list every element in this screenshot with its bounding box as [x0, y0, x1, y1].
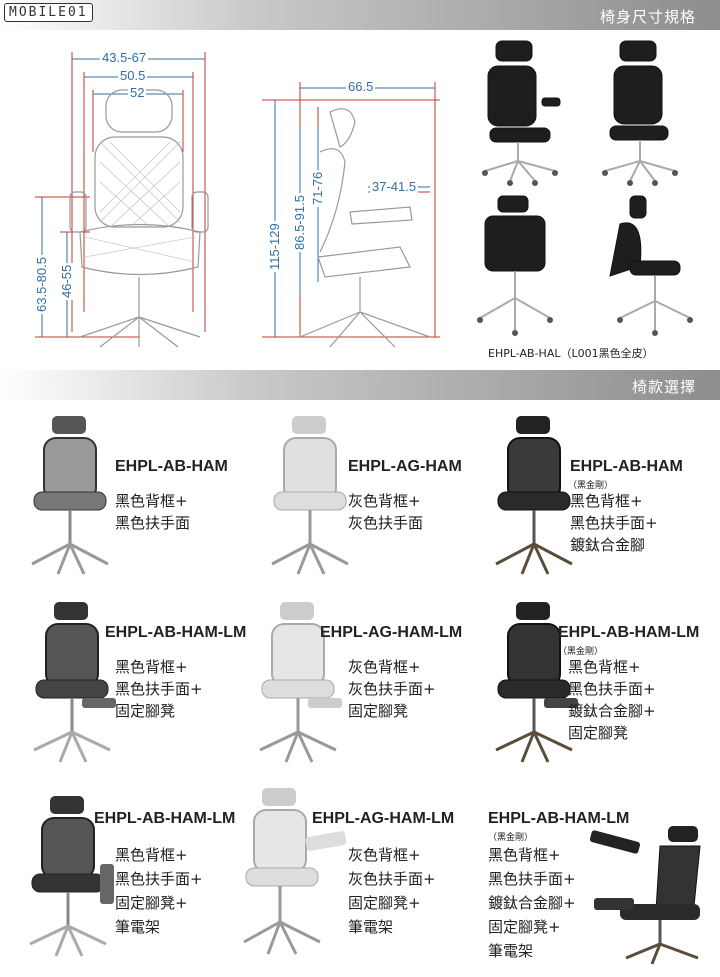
dim-headrest-height: 71-76 [310, 169, 325, 207]
model-spec-line: 黑色背框+ [570, 492, 643, 510]
model-spec-line: 黑色扶手面+ [488, 870, 576, 888]
chair-image [31, 416, 109, 575]
model-spec-line: 黑色扶手面+ [568, 680, 656, 698]
dim-arm-depth: 37-41.5 [370, 179, 419, 194]
model-subtitle: （黑金剛） [558, 647, 604, 657]
chair-image [29, 796, 114, 957]
model-card: EHPL-AG-HAM-LM 灰色背框+ 灰色扶手面+ 固定腳凳 [240, 598, 480, 778]
model-name: EHPL-AG-HAM [348, 458, 462, 475]
dim-seat-width: 50.5 [118, 68, 148, 83]
model-name: EHPL-AB-HAM [570, 458, 683, 475]
section-title-models: 椅款選擇 [631, 378, 696, 396]
model-name: EHPL-AB-HAM-LM [488, 810, 630, 827]
model-spec-line: 灰色背框+ [348, 658, 421, 676]
model-spec-line: 黑色背框+ [488, 846, 561, 864]
model-spec-line: 黑色背框+ [568, 658, 641, 676]
model-name: EHPL-AB-HAM-LM [105, 624, 247, 641]
model-card: EHPL-AG-HAM-LM 灰色背框+ 灰色扶手面+ 固定腳凳+ 筆電架 [240, 788, 480, 977]
model-card: EHPL-AB-HAM-LM （黑金剛） 黑色背框+ 黑色扶手面+ 鍍鈦合金腳+… [480, 790, 720, 977]
model-spec-line: 固定腳凳+ [115, 894, 188, 912]
model-spec-line: 黑色扶手面 [115, 514, 191, 532]
model-spec-line: 灰色扶手面+ [348, 870, 436, 888]
model-spec-line: 鍍鈦合金腳+ [568, 702, 656, 720]
models-header-bar: 椅款選擇 [0, 370, 720, 400]
mobile01-logo: MOBILE01 [4, 3, 93, 22]
spec-header-bar: MOBILE01 椅身尺寸規格 [0, 0, 720, 30]
model-card: EHPL-AB-HAM-LM 黑色背框+ 黑色扶手面+ 固定腳凳+ 筆電架 [0, 790, 240, 977]
dim-back-height: 86.5-91.5 [292, 193, 307, 252]
dim-seat-height: 63.5-80.5 [34, 255, 49, 314]
model-spec-line: 固定腳凳+ [488, 918, 561, 936]
model-card: EHPL-AB-HAM-LM （黑金剛） 黑色背框+ 黑色扶手面+ 鍍鈦合金腳+… [480, 598, 720, 778]
model-name: EHPL-AG-HAM-LM [320, 624, 463, 641]
dim-total-height: 115-129 [267, 221, 282, 272]
model-name: EHPL-AB-HAM-LM [94, 810, 236, 827]
dimension-drawings: 43.5-67 50.5 52 63.5-80.5 46-55 66.5 115… [0, 32, 460, 362]
model-spec-line: 鍍鈦合金腳 [570, 536, 646, 554]
model-subtitle: （黑金剛） [488, 833, 534, 843]
model-spec-line: 固定腳凳 [348, 702, 409, 720]
model-spec-line: 鍍鈦合金腳+ [488, 894, 576, 912]
chair-image [495, 416, 573, 575]
section-title-dimensions: 椅身尺寸規格 [599, 8, 696, 26]
model-spec-line: 灰色背框+ [348, 846, 421, 864]
chair-image [590, 826, 701, 965]
dim-depth: 66.5 [346, 79, 376, 94]
model-spec-line: 固定腳凳 [568, 724, 629, 742]
chair-image [271, 416, 349, 575]
model-spec-line: 黑色背框+ [115, 658, 188, 676]
model-card: EHPL-AB-HAM-LM 黑色背框+ 黑色扶手面+ 固定腳凳 [0, 598, 246, 778]
model-spec-line: 灰色背框+ [348, 492, 421, 510]
model-spec-line: 筆電架 [488, 942, 534, 960]
model-name: EHPL-AG-HAM-LM [312, 810, 455, 827]
model-name: EHPL-AB-HAM [115, 458, 228, 475]
model-spec-line: 黑色扶手面+ [115, 680, 203, 698]
model-spec-line: 灰色扶手面+ [348, 680, 436, 698]
chair-image [495, 602, 578, 763]
model-spec-line: 黑色扶手面+ [115, 870, 203, 888]
model-name: EHPL-AB-HAM-LM [558, 624, 700, 641]
dim-width-range: 43.5-67 [100, 50, 149, 65]
model-spec-line: 黑色背框+ [115, 492, 188, 510]
model-spec-line: 固定腳凳+ [348, 894, 421, 912]
dim-back-width: 52 [128, 85, 147, 100]
chair-image [259, 602, 342, 763]
chair-dimension-diagram [35, 52, 440, 348]
model-spec-line: 灰色扶手面 [348, 514, 424, 532]
dim-armrest-height: 46-55 [59, 262, 74, 300]
chair-image [33, 602, 116, 763]
model-card: EHPL-AB-HAM （黑金剛） 黑色背框+ 黑色扶手面+ 鍍鈦合金腳 [480, 410, 720, 590]
model-card: EHPL-AB-HAM 黑色背框+ 黑色扶手面 [0, 410, 240, 590]
model-spec-line: 黑色背框+ [115, 846, 188, 864]
model-spec-line: 筆電架 [115, 918, 161, 936]
chair-image [243, 788, 347, 955]
model-spec-line: 筆電架 [348, 918, 394, 936]
photo-caption: EHPL-AB-HAL（L001黑色全皮） [488, 347, 654, 360]
model-subtitle: （黑金剛） [568, 481, 614, 491]
leather-chair-photos [477, 40, 693, 336]
model-spec-line: 黑色扶手面+ [570, 514, 658, 532]
model-card: EHPL-AG-HAM 灰色背框+ 灰色扶手面 [240, 410, 480, 590]
model-spec-line: 固定腳凳 [115, 702, 176, 720]
